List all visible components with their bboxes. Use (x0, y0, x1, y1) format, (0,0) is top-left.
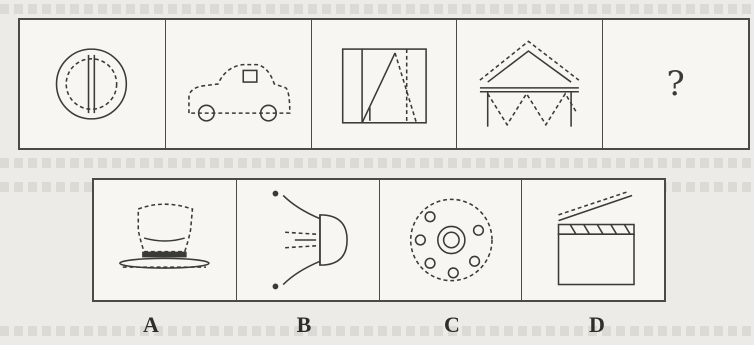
roof-zigzag-figure (457, 20, 602, 148)
car-figure (166, 20, 311, 148)
background-text-line (0, 158, 754, 168)
jellyfish-figure (237, 180, 379, 300)
option-c-cell[interactable] (380, 180, 523, 300)
background-text-line (0, 4, 754, 14)
option-a-cell[interactable] (94, 180, 237, 300)
option-b-cell[interactable] (237, 180, 380, 300)
question-cell-3 (312, 20, 458, 148)
background-text-line (0, 326, 754, 336)
option-c-label: C (437, 312, 467, 338)
question-mark: ? (603, 64, 748, 104)
triangle-rectangle-figure (312, 20, 457, 148)
option-b-label: B (289, 312, 319, 338)
option-d-label: D (582, 312, 612, 338)
option-d-cell[interactable] (522, 180, 664, 300)
question-cell-5: ? (603, 20, 748, 148)
question-cell-2 (166, 20, 312, 148)
palette-figure (380, 180, 522, 300)
question-cell-1 (20, 20, 166, 148)
options-row (92, 178, 666, 302)
hat-figure (94, 180, 236, 300)
clapperboard-figure (522, 180, 664, 300)
circle-bar-figure (20, 20, 165, 148)
question-cell-4 (457, 20, 603, 148)
option-a-label: A (136, 312, 166, 338)
question-row: ? (18, 18, 750, 150)
